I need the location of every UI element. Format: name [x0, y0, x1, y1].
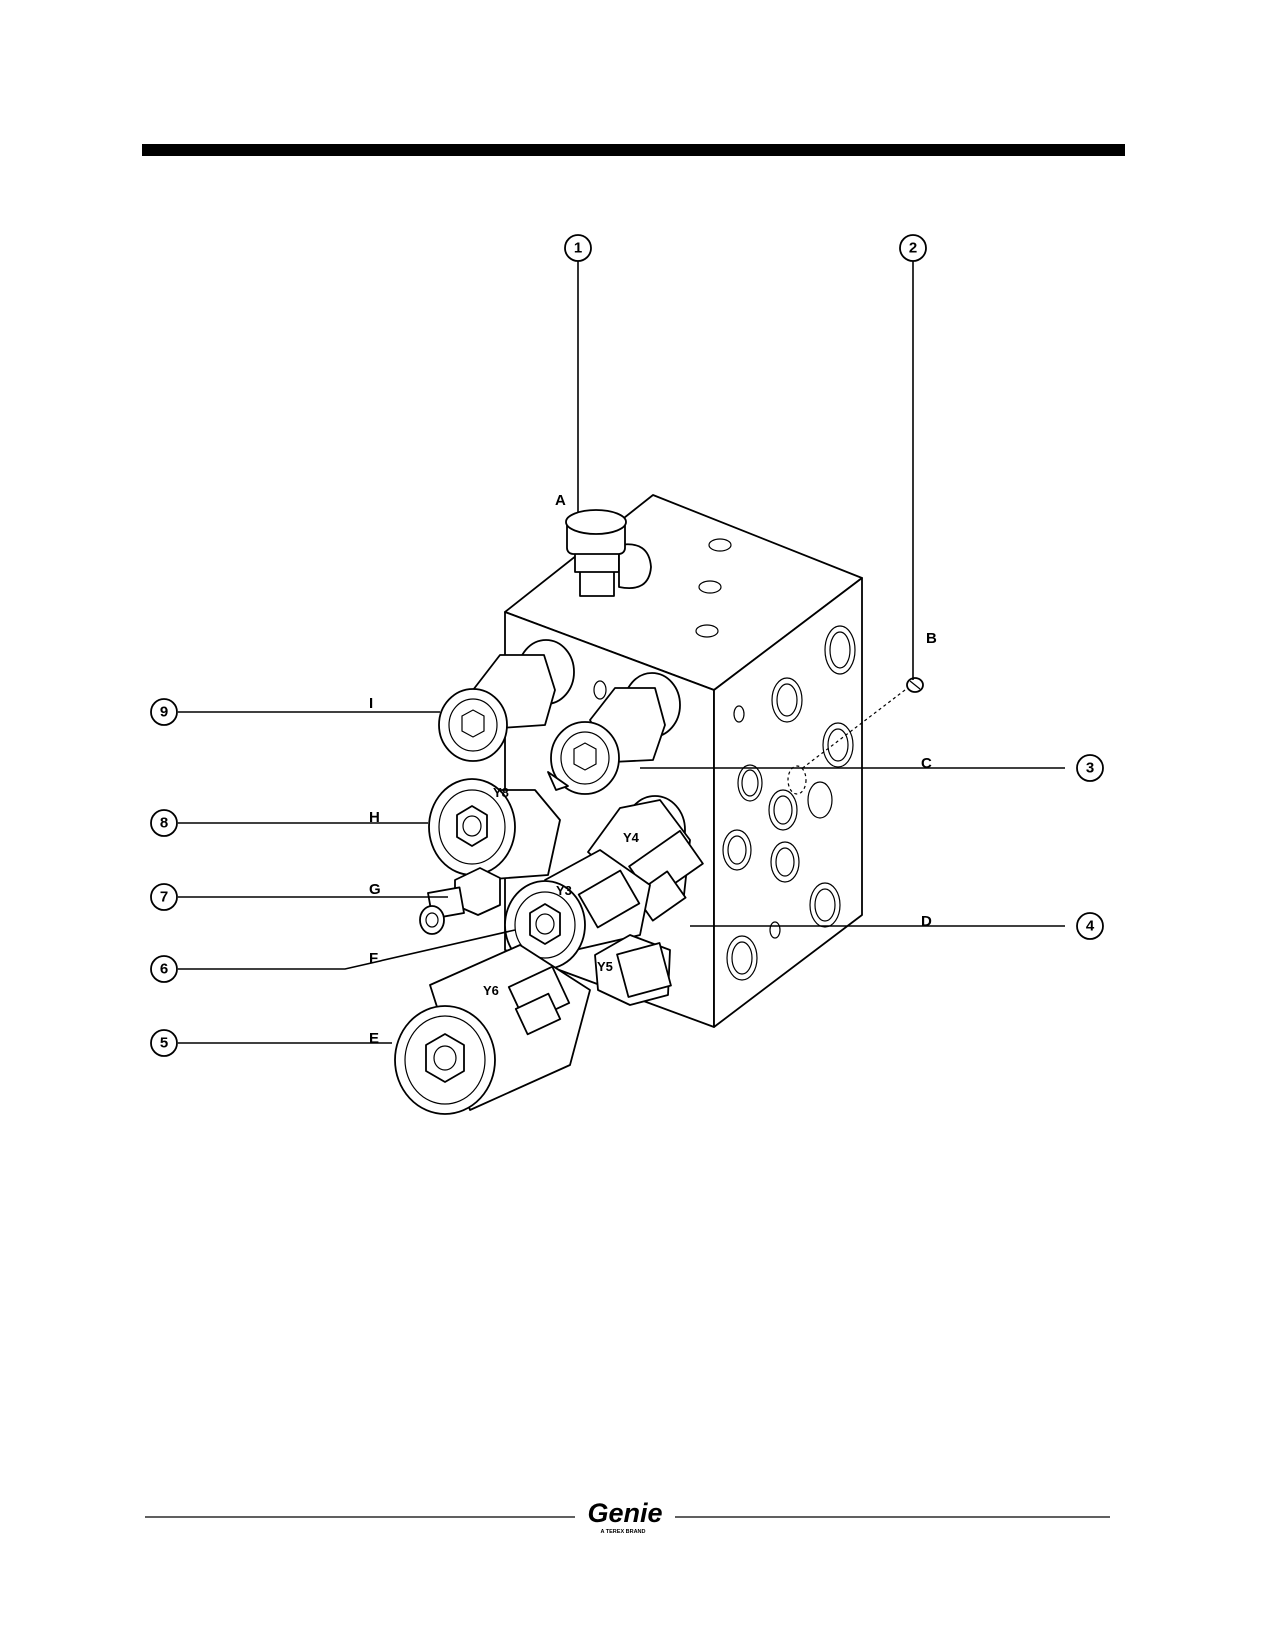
- label-a: A: [555, 492, 566, 509]
- label-i: I: [369, 695, 373, 712]
- callout-9: 9: [150, 698, 178, 726]
- footer: Genie A TEREX BRAND: [145, 1498, 1110, 1535]
- cartridge-valve-c: [547, 672, 681, 795]
- label-g: G: [369, 881, 381, 898]
- label-b: B: [926, 630, 937, 647]
- solenoid-coil-y6: [394, 944, 591, 1115]
- coil-label-y6: Y6: [483, 983, 499, 998]
- solenoid-coil-y8: [428, 778, 561, 881]
- callout-5-text: 5: [160, 1035, 168, 1052]
- header-rule: [142, 144, 1125, 156]
- brand-tagline: A TEREX BRAND: [600, 1529, 645, 1535]
- orifice-plug: [906, 677, 924, 693]
- callout-4: 4: [1076, 912, 1104, 940]
- test-port-cap: [565, 509, 652, 597]
- label-e: E: [369, 1030, 379, 1047]
- callout-2: 2: [899, 234, 927, 262]
- callout-6: 6: [150, 955, 178, 983]
- solenoid-coil-y3: [504, 849, 651, 970]
- label-c: C: [921, 755, 932, 772]
- label-d: D: [921, 913, 932, 930]
- callout-3-text: 3: [1086, 760, 1094, 777]
- leader-lines: [178, 261, 1065, 1044]
- callout-7-text: 7: [160, 889, 168, 906]
- callout-7: 7: [150, 883, 178, 911]
- solenoid-coil-y5: [594, 934, 672, 1006]
- needle-valve-g: [419, 867, 501, 935]
- cartridge-valve-i: [438, 639, 575, 762]
- callout-8: 8: [150, 809, 178, 837]
- callout-6-text: 6: [160, 961, 168, 978]
- coil-label-y3: Y3: [556, 883, 572, 898]
- callout-5: 5: [150, 1029, 178, 1057]
- callout-4-text: 4: [1086, 918, 1095, 935]
- callout-1: 1: [564, 234, 592, 262]
- coil-label-y5: Y5: [597, 959, 613, 974]
- callout-2-text: 2: [909, 240, 917, 257]
- label-f: F: [369, 950, 378, 967]
- callout-3: 3: [1076, 754, 1104, 782]
- brand-logo: Genie: [587, 1498, 662, 1528]
- callout-9-text: 9: [160, 704, 168, 721]
- coil-label-y8: Y8: [493, 785, 509, 800]
- callout-8-text: 8: [160, 815, 168, 832]
- coil-label-y4: Y4: [623, 830, 640, 845]
- callout-1-text: 1: [574, 240, 582, 257]
- label-h: H: [369, 809, 380, 826]
